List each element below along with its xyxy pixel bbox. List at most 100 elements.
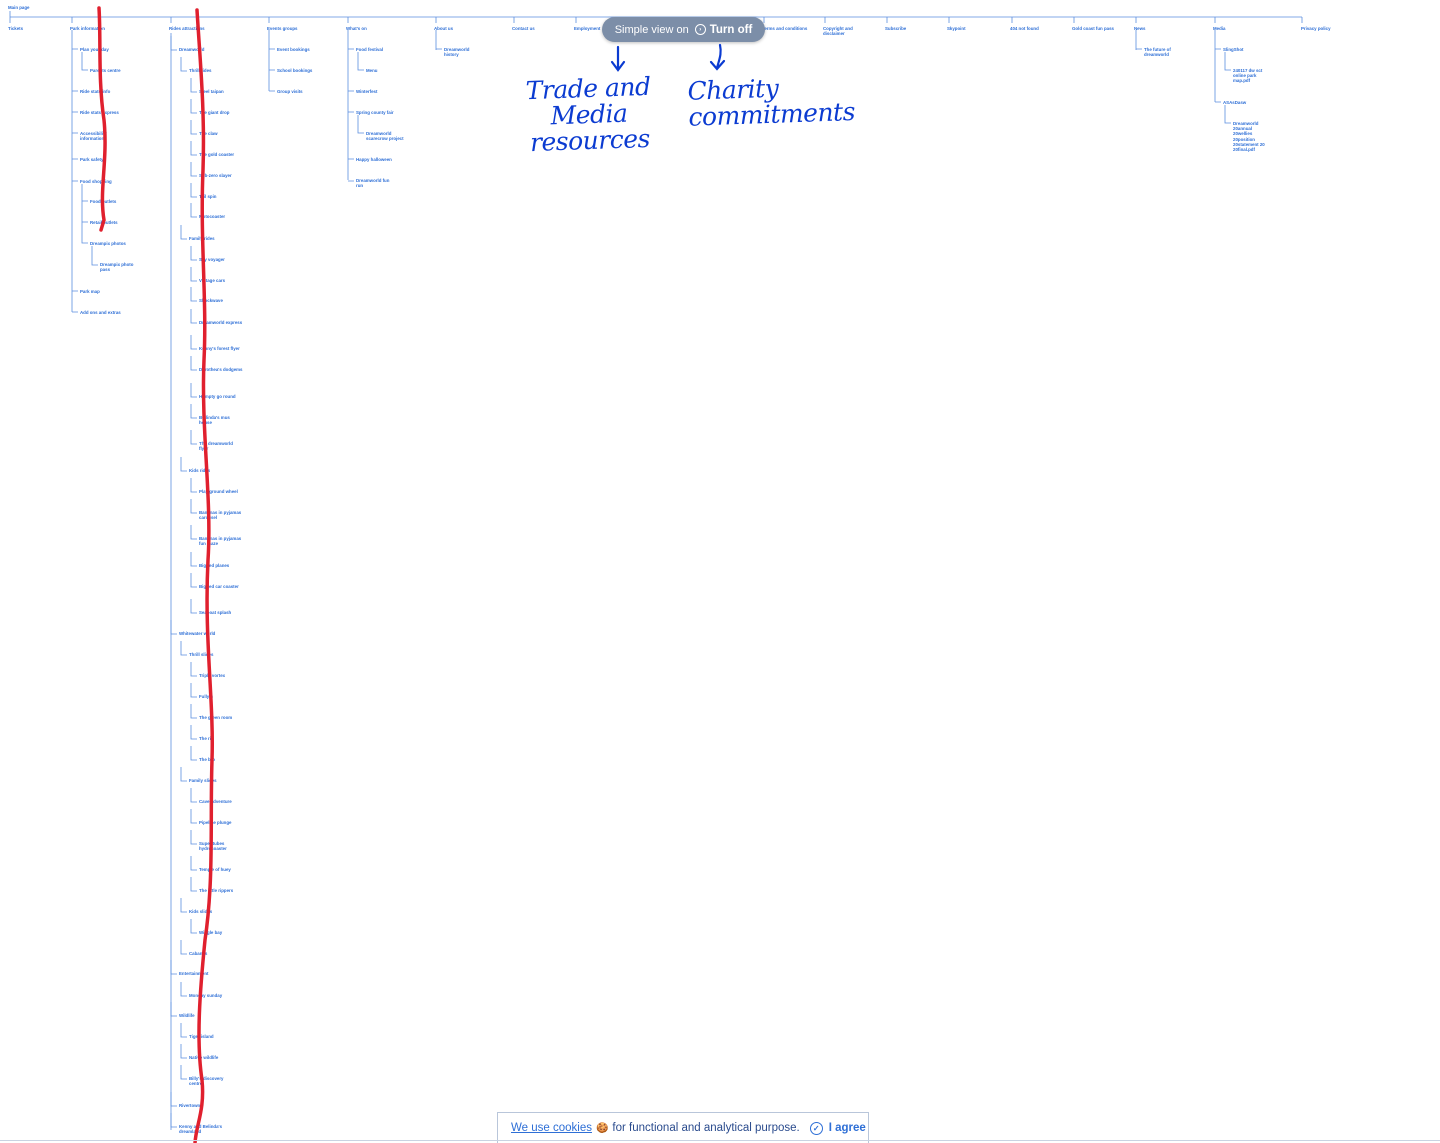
node-ride-item[interactable]: Motocoaster	[199, 214, 226, 219]
node-dreamworld-history[interactable]: Dreamworld history	[444, 47, 470, 58]
node-ride-item[interactable]: Dreamworld	[179, 47, 205, 52]
node-copyright[interactable]: Copyright and disclaimer	[823, 26, 853, 37]
node-slingshot[interactable]: SlingShot	[1223, 47, 1244, 52]
turn-off-button[interactable]: › Turn off	[694, 24, 752, 36]
node-about-us[interactable]: About us	[434, 26, 454, 31]
agree-button[interactable]: ✓ I agree	[809, 1121, 866, 1135]
node-food-festival[interactable]: Food festival	[356, 47, 384, 52]
node-event-bookings[interactable]: Event bookings	[277, 47, 310, 52]
node-park-information[interactable]: Park information	[70, 26, 105, 31]
node-ride-item[interactable]: Native wildlife	[189, 1055, 219, 1060]
node-ride-item[interactable]: Play ground wheel	[199, 489, 238, 494]
node-ride-item[interactable]: The little rippers	[199, 888, 234, 893]
node-plan-your-day[interactable]: Plan your day	[80, 47, 109, 52]
node-ride-item[interactable]: Family slides	[189, 778, 217, 783]
node-ride-item[interactable]: Bananas in pyjamas fun maze	[199, 536, 242, 547]
node-404[interactable]: 404 not found	[1010, 26, 1039, 31]
node-menu[interactable]: Menu	[366, 68, 378, 73]
node-ride-item[interactable]: Wildlife	[179, 1013, 195, 1018]
node-ride-item[interactable]: Kenny and Belinda's dreamland	[179, 1124, 223, 1135]
node-ride-item[interactable]: Pipeline plunge	[199, 820, 232, 825]
node-ride-item[interactable]: Steel taipan	[199, 89, 224, 94]
node-spring-county-fair[interactable]: Spring county fair	[356, 110, 394, 115]
node-ride-item[interactable]: Dreamworld express	[199, 320, 243, 325]
node-ride-item[interactable]: Super tubes hydrocoaster	[199, 841, 227, 852]
node-ride-item[interactable]: Cabanas	[189, 951, 208, 956]
node-ride-item[interactable]: Triple vortex	[199, 673, 226, 678]
node-news[interactable]: News	[1134, 26, 1146, 31]
node-group-visits[interactable]: Group visits	[277, 89, 303, 94]
node-rides-attractions[interactable]: Rides attractions	[169, 26, 205, 31]
node-ride-item[interactable]: Humpty go round	[199, 394, 236, 399]
node-employment[interactable]: Employment	[574, 26, 601, 31]
node-wellies-statement-pdf[interactable]: Dreamworld 20annual 20wellies 20position…	[1233, 121, 1265, 153]
node-retail-outlets[interactable]: Retail outlets	[90, 220, 118, 225]
node-gold-coast-fun-pass[interactable]: Gold coast fun pass	[1072, 26, 1114, 31]
node-ride-item[interactable]: The rip	[199, 736, 214, 741]
node-ride-item[interactable]: Seaboat splash	[199, 610, 232, 615]
node-ride-item[interactable]: Temple of huey	[199, 867, 231, 872]
node-ride-item[interactable]: Cave adventure	[199, 799, 232, 804]
node-ride-item[interactable]: Dorothea's dodgems	[199, 367, 243, 372]
node-privacy-policy[interactable]: Privacy policy	[1301, 26, 1331, 31]
node-whats-on[interactable]: What's on	[346, 26, 367, 31]
node-ride-item[interactable]: Fully 6	[199, 694, 213, 699]
node-skypoint[interactable]: Skypoint	[947, 26, 966, 31]
node-parents-centre[interactable]: Parents centre	[90, 68, 121, 73]
node-happy-halloween[interactable]: Happy halloween	[356, 157, 392, 162]
node-ride-item[interactable]: Whitewater world	[179, 631, 216, 636]
node-ride-item[interactable]: Kenny's forest flyer	[199, 346, 240, 351]
node-scarecrow-project[interactable]: Dreamworld scarecrow project	[366, 131, 404, 142]
node-ride-item[interactable]: Monday sunday	[189, 993, 223, 998]
node-ride-item[interactable]: Wiggle bay	[199, 930, 223, 935]
node-ride-item[interactable]: Kids slides	[189, 909, 213, 914]
node-ride-item[interactable]: The dreamworld flyer	[199, 441, 233, 452]
node-events-groups[interactable]: Events groups	[267, 26, 298, 31]
node-food-shopping[interactable]: Food shopping	[80, 179, 112, 184]
node-asasdasw[interactable]: ASAsDasw	[1223, 100, 1247, 105]
node-ride-item[interactable]: Thrill rides	[189, 68, 212, 73]
node-school-bookings[interactable]: School bookings	[277, 68, 313, 73]
node-accessibility[interactable]: Accessibility information	[80, 131, 107, 142]
node-add-ons-extras[interactable]: Add ons and extras	[80, 310, 121, 315]
node-ride-stats-info[interactable]: Ride stats info	[80, 89, 111, 94]
node-ride-item[interactable]: The bro	[199, 757, 216, 762]
node-ride-item[interactable]: Big red car coaster	[199, 584, 239, 589]
node-ride-item[interactable]: Sub-zero slayer	[199, 173, 232, 178]
node-ride-item[interactable]: Tiger island	[189, 1034, 214, 1039]
node-fun-run[interactable]: Dreamworld fun run	[356, 178, 390, 189]
node-ride-stats-express[interactable]: Ride stats express	[80, 110, 119, 115]
node-ride-item[interactable]: Rivertown	[179, 1103, 201, 1108]
node-tickets[interactable]: Tickets	[8, 26, 24, 31]
node-future-of-dreamworld[interactable]: The future of dreamworld	[1144, 47, 1171, 58]
node-park-map[interactable]: Park map	[80, 289, 100, 294]
node-ride-item[interactable]: Big red planes	[199, 563, 230, 568]
node-ride-item[interactable]: Thrill slides	[189, 652, 214, 657]
node-ride-item[interactable]: Kids rides	[189, 468, 211, 473]
node-dreampix-photos[interactable]: Dreampix photos	[90, 241, 126, 246]
node-ride-item[interactable]: Bananas in pyjamas carousel	[199, 510, 242, 521]
node-park-safety[interactable]: Park safety	[80, 157, 104, 162]
node-winterfest[interactable]: Winterfest	[356, 89, 378, 94]
node-subscribe[interactable]: Subscribe	[885, 26, 907, 31]
node-food-outlets[interactable]: Food outlets	[90, 199, 117, 204]
node-ride-item[interactable]: Sky voyager	[199, 257, 225, 262]
node-ride-item[interactable]: Shockwave	[199, 298, 223, 303]
node-ride-item[interactable]: The claw	[199, 131, 218, 136]
node-ride-item[interactable]: The giant drop	[199, 110, 230, 115]
node-ride-item[interactable]: Vintage cars	[199, 278, 226, 283]
node-ride-item[interactable]: The green room	[199, 715, 233, 720]
cookies-link[interactable]: We use cookies	[511, 1122, 592, 1134]
node-park-map-pdf[interactable]: 240117 dw sct online park map.pdf	[1233, 68, 1263, 84]
node-contact-us[interactable]: Contact us	[512, 26, 535, 31]
node-ride-item[interactable]: Billy's discovery centre	[189, 1076, 224, 1087]
node-terms-conditions[interactable]: Terms and conditions	[762, 26, 808, 31]
node-ride-item[interactable]: Tail spin	[199, 194, 217, 199]
node-ride-item[interactable]: Entertainment	[179, 971, 209, 976]
node-dreampix-photo-pass[interactable]: Dreampix photo pass	[100, 262, 134, 273]
node-ride-item[interactable]: Bellinda's mus house	[199, 415, 230, 426]
node-ride-item[interactable]: Family rides	[189, 236, 215, 241]
node-ride-item[interactable]: The gold coaster	[199, 152, 235, 157]
node-main-page[interactable]: Main page	[8, 5, 30, 10]
node-media[interactable]: Media	[1213, 26, 1226, 31]
